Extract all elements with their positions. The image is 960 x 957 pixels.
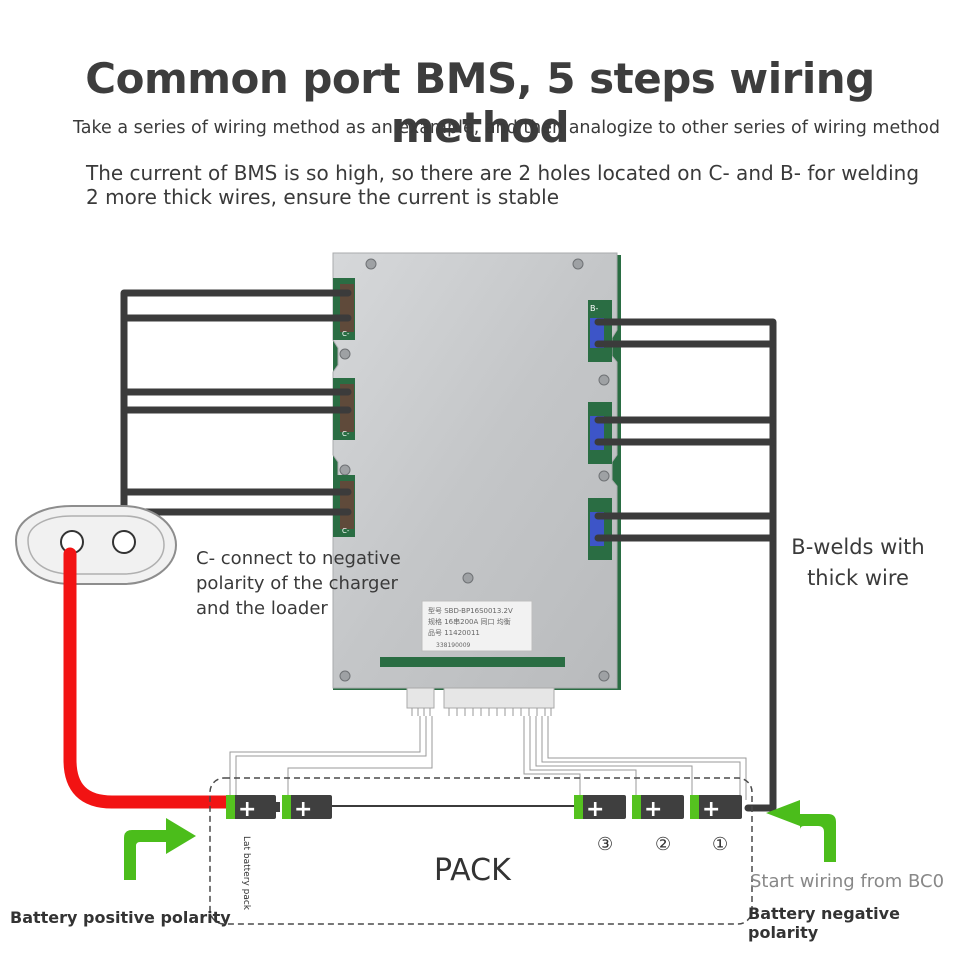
bms-spec-sticker: 型号 SBD-BP16S0013.2V 规格 16串200A 同口 均衡 品号 … bbox=[421, 600, 533, 652]
page-title: Common port BMS, 5 steps wiring method bbox=[85, 54, 875, 152]
sticker-line-2: 规格 16串200A 同口 均衡 bbox=[428, 617, 511, 626]
b-minus-wires bbox=[594, 318, 777, 812]
battery-cell-second-last: + bbox=[282, 795, 332, 822]
c-minus-description-line-1: C- connect to negative bbox=[196, 548, 401, 569]
b-weld-description: B-welds with thick wire bbox=[783, 532, 933, 594]
positive-red-wire bbox=[63, 547, 241, 809]
battery-cell-3: + bbox=[574, 795, 626, 822]
battery-cells: + + + + + bbox=[226, 795, 742, 822]
pack-label: PACK bbox=[434, 853, 512, 888]
start-wiring-note: Start wiring from BC0 bbox=[750, 871, 945, 892]
battery-cell-2: + bbox=[632, 795, 684, 822]
current-note: The current of BMS is so high, so there … bbox=[86, 161, 926, 209]
svg-text:+: + bbox=[644, 797, 662, 822]
b-minus-pad-label: B- bbox=[590, 304, 598, 313]
cell-number-2: ② bbox=[655, 834, 671, 855]
svg-text:+: + bbox=[702, 797, 720, 822]
mounting-screws bbox=[339, 258, 610, 682]
battery-positive-label: Battery positive polarity bbox=[10, 908, 231, 927]
battery-cell-1: + bbox=[690, 795, 742, 822]
current-note-line-2: 2 more thick wires, ensure the current i… bbox=[86, 185, 560, 209]
balance-sense-wires bbox=[229, 716, 747, 800]
b-weld-description-line-1: B-welds with bbox=[791, 535, 925, 559]
svg-text:+: + bbox=[238, 797, 256, 822]
sticker-line-1: 型号 SBD-BP16S0013.2V bbox=[428, 606, 513, 615]
svg-text:C-: C- bbox=[342, 527, 350, 535]
svg-text:C-: C- bbox=[342, 330, 350, 338]
positive-arrow-icon bbox=[124, 818, 196, 880]
c-minus-description-line-2: polarity of the charger bbox=[196, 573, 398, 594]
svg-text:C-: C- bbox=[342, 430, 350, 438]
pack-outline bbox=[209, 777, 753, 925]
b-weld-description-line-2: thick wire bbox=[807, 566, 909, 590]
sticker-line-4: 338190009 bbox=[436, 642, 471, 649]
last-battery-label: Lat battery pack bbox=[241, 836, 251, 911]
cell-number-3: ③ bbox=[597, 834, 613, 855]
sticker-line-3: 品号 11420011 bbox=[428, 629, 480, 637]
output-terminal-lug bbox=[14, 505, 178, 585]
page-subtitle: Take a series of wiring method as an exa… bbox=[73, 118, 940, 138]
balance-connectors bbox=[380, 657, 565, 716]
negative-arrow-icon bbox=[766, 800, 836, 862]
c-minus-wires bbox=[120, 289, 352, 544]
c-minus-description: C- connect to negative polarity of the c… bbox=[196, 546, 401, 621]
svg-text:+: + bbox=[586, 797, 604, 822]
battery-negative-label: Battery negative polarity bbox=[748, 904, 900, 942]
b-minus-terminals: B- bbox=[588, 300, 612, 560]
cell-number-1: ① bbox=[712, 834, 728, 855]
c-minus-description-line-3: and the loader bbox=[196, 598, 328, 619]
battery-cell-last: + bbox=[226, 795, 280, 822]
current-note-line-1: The current of BMS is so high, so there … bbox=[86, 161, 920, 185]
svg-text:+: + bbox=[294, 797, 312, 822]
